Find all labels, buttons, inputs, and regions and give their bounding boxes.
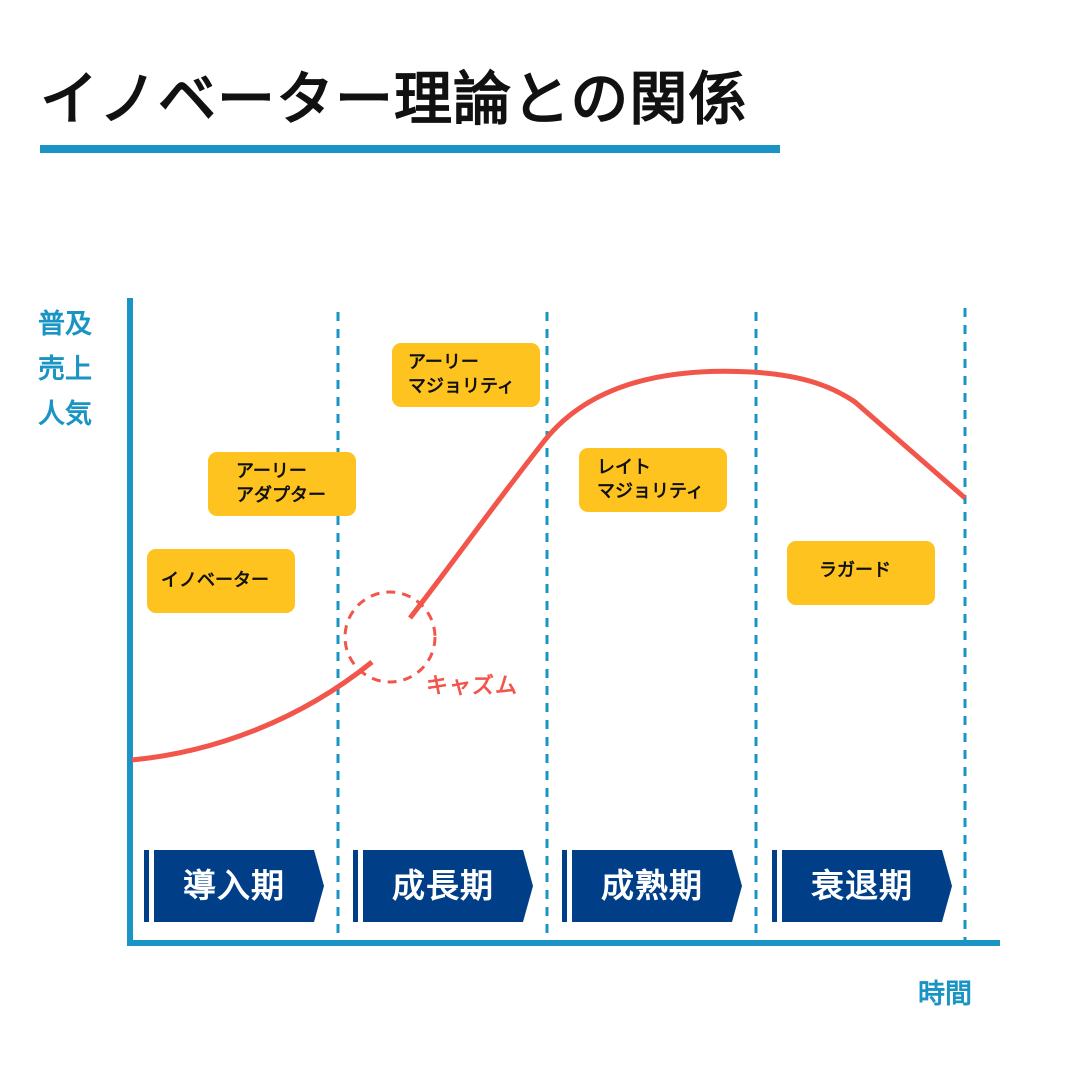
category-early-majority: アーリー マジョリティ: [392, 343, 540, 407]
category-label: ラガード: [819, 560, 891, 581]
category-label: アーリー: [408, 352, 479, 373]
chasm-circle: [343, 590, 437, 684]
phase-label: 成長期: [392, 866, 494, 905]
phase-arrow-shape: [562, 850, 742, 922]
category-label: レイト: [597, 457, 651, 478]
category-label: アーリー: [236, 461, 307, 482]
phase-arrow-shape: [353, 850, 533, 922]
y-axis-label-line: 売上: [38, 354, 92, 385]
y-axis-label: 普及 売上 人気: [38, 302, 108, 437]
adoption-curve-late: [408, 368, 967, 620]
x-axis-label: 時間: [918, 979, 972, 1010]
phase-decline: 衰退期: [772, 850, 952, 922]
phase-label: 衰退期: [811, 866, 913, 905]
category-label: マジョリティ: [597, 481, 704, 502]
category-early-adopters: アーリー アダプター: [208, 452, 356, 516]
phase-introduction: 導入期: [144, 850, 324, 922]
category-label: イノベーター: [161, 570, 269, 591]
category-laggards: ラガード: [787, 541, 935, 605]
phase-maturity: 成熟期: [562, 850, 742, 922]
phase-arrow-shape: [144, 850, 324, 922]
category-label: マジョリティ: [408, 376, 515, 397]
category-late-majority: レイト マジョリティ: [579, 448, 727, 512]
phase-label: 導入期: [183, 866, 285, 905]
chasm-label: キャズム: [426, 674, 519, 699]
y-axis-label-line: 普及: [38, 309, 92, 340]
title-underline: [40, 145, 780, 153]
page-title: イノベーター理論との関係: [40, 65, 748, 133]
category-innovators: イノベーター: [147, 549, 295, 613]
adoption-curve-early: [131, 660, 374, 763]
y-axis-label-line: 人気: [38, 399, 92, 430]
phase-label: 成熟期: [601, 866, 703, 905]
phase-growth: 成長期: [353, 850, 533, 922]
category-label: アダプター: [236, 485, 326, 506]
phase-arrow-shape: [772, 850, 952, 922]
